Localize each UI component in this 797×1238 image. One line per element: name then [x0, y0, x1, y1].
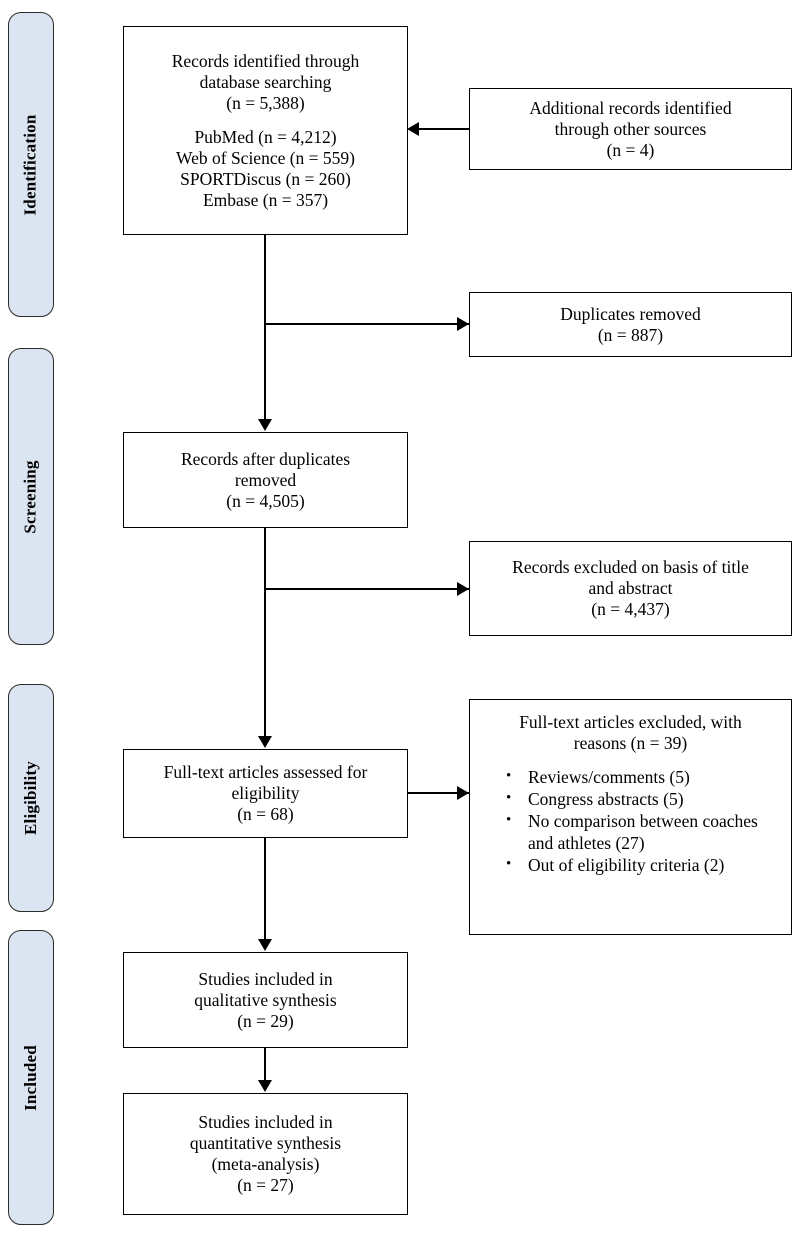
arrowhead-down-into-fulltext-assessed [258, 736, 272, 748]
connector-qualitative-to-quantitative [264, 1048, 266, 1081]
box-records-identified: Records identified through database sear… [123, 26, 408, 235]
connector-branch-to-duplicates-removed [264, 323, 469, 325]
box-qualitative-synthesis: Studies included in qualitative synthesi… [123, 952, 408, 1048]
fulltext-assessed-line-2: eligibility [231, 783, 300, 803]
fulltext-assessed-line-1: Full-text articles assessed for [163, 762, 368, 782]
arrowhead-left-into-identified [407, 122, 419, 136]
connector-fulltext-to-qualitative [264, 838, 266, 940]
arrowhead-down-into-qualitative [258, 939, 272, 951]
connector-additional-to-identified [419, 128, 469, 130]
duplicates-removed-line-1: Duplicates removed [560, 303, 701, 324]
box-records-after-duplicates: Records after duplicates removed (n = 4,… [123, 432, 408, 528]
fulltext-excluded-reason-list: • Reviews/comments (5) • Congress abstra… [476, 767, 785, 877]
stage-label-eligibility-text: Eligibility [21, 761, 40, 835]
arrowhead-right-into-excluded-reasons [457, 786, 469, 800]
records-identified-source-sportdiscus: SPORTDiscus (n = 260) [180, 168, 351, 189]
list-item: • No comparison between coaches and athl… [476, 811, 785, 853]
qualitative-line-2: qualitative synthesis [194, 989, 337, 1010]
connector-identified-to-after-duplicates [264, 235, 266, 420]
qualitative-line-1: Studies included in [198, 968, 333, 989]
records-after-duplicates-line-3: (n = 4,505) [226, 490, 305, 511]
qualitative-line-3: (n = 29) [237, 1010, 294, 1031]
bullet-icon: • [506, 790, 512, 807]
connector-branch-to-records-excluded [264, 588, 469, 590]
box-fulltext-excluded-reasons: Full-text articles excluded, with reason… [469, 699, 792, 935]
connector-after-duplicates-to-fulltext [264, 528, 266, 737]
box-fulltext-assessed: Full-text articles assessed for eligibil… [123, 749, 408, 838]
fulltext-excluded-heading-line-1: Full-text articles excluded, with [519, 712, 742, 732]
reason-text: Reviews/comments (5) [528, 767, 690, 787]
quantitative-line-1: Studies included in [198, 1112, 333, 1132]
stage-label-included-text: Included [21, 1044, 41, 1111]
arrowhead-down-into-after-duplicates [258, 419, 272, 431]
stage-label-screening-text: Screening [21, 459, 41, 534]
stage-label-screening: Screening [8, 348, 54, 645]
arrowhead-right-into-records-excluded [457, 582, 469, 596]
records-identified-source-embase: Embase (n = 357) [202, 189, 329, 210]
fulltext-assessed-line-3: (n = 68) [237, 804, 294, 824]
records-identified-line-2: database searching [199, 71, 332, 92]
fulltext-excluded-heading: Full-text articles excluded, with reason… [476, 712, 785, 754]
additional-records-line-2: through other sources [554, 118, 707, 139]
bullet-icon: • [506, 812, 512, 829]
box-additional-records: Additional records identified through ot… [469, 88, 792, 170]
arrowhead-down-into-quantitative [258, 1080, 272, 1092]
duplicates-removed-line-2: (n = 887) [597, 324, 664, 345]
records-identified-line-3: (n = 5,388) [226, 92, 305, 113]
records-excluded-line-3: (n = 4,437) [591, 599, 670, 619]
box-duplicates-removed: Duplicates removed (n = 887) [469, 292, 792, 357]
additional-records-line-3: (n = 4) [606, 139, 655, 160]
additional-records-line-1: Additional records identified [529, 97, 732, 118]
bullet-icon: • [506, 768, 512, 784]
records-after-duplicates-line-2: removed [234, 469, 297, 490]
list-item: • Out of eligibility criteria (2) [476, 855, 785, 876]
list-item: • Reviews/comments (5) [476, 767, 785, 788]
records-after-duplicates-line-1: Records after duplicates [180, 448, 351, 469]
connector-fulltext-to-excluded-reasons [408, 792, 469, 794]
stage-label-included: Included [8, 930, 54, 1225]
reason-text: Out of eligibility criteria (2) [528, 854, 725, 875]
reason-text: No comparison between coaches and athlet… [528, 811, 758, 853]
records-excluded-line-1: Records excluded on basis of title [512, 557, 749, 577]
arrowhead-right-into-duplicates-removed [457, 317, 469, 331]
records-identified-source-pubmed: PubMed (n = 4,212) [194, 126, 337, 147]
quantitative-line-3: (meta-analysis) [211, 1154, 320, 1174]
stage-label-identification: Identification [8, 12, 54, 317]
quantitative-line-2: quantitative synthesis [189, 1133, 342, 1153]
records-excluded-line-2: and abstract [588, 578, 673, 598]
stage-label-identification-text: Identification [21, 113, 40, 216]
quantitative-line-4: (n = 27) [237, 1175, 294, 1195]
reason-text: Congress abstracts (5) [528, 789, 684, 810]
box-quantitative-synthesis: Studies included in quantitative synthes… [123, 1093, 408, 1215]
box-records-excluded-title-abstract: Records excluded on basis of title and a… [469, 541, 792, 636]
list-item: • Congress abstracts (5) [476, 789, 785, 810]
fulltext-excluded-heading-line-2: reasons (n = 39) [573, 733, 688, 753]
bullet-icon: • [506, 855, 512, 872]
records-identified-line-1: Records identified through [171, 50, 360, 71]
records-identified-source-web-of-science: Web of Science (n = 559) [175, 147, 356, 168]
stage-label-eligibility: Eligibility [8, 684, 54, 912]
